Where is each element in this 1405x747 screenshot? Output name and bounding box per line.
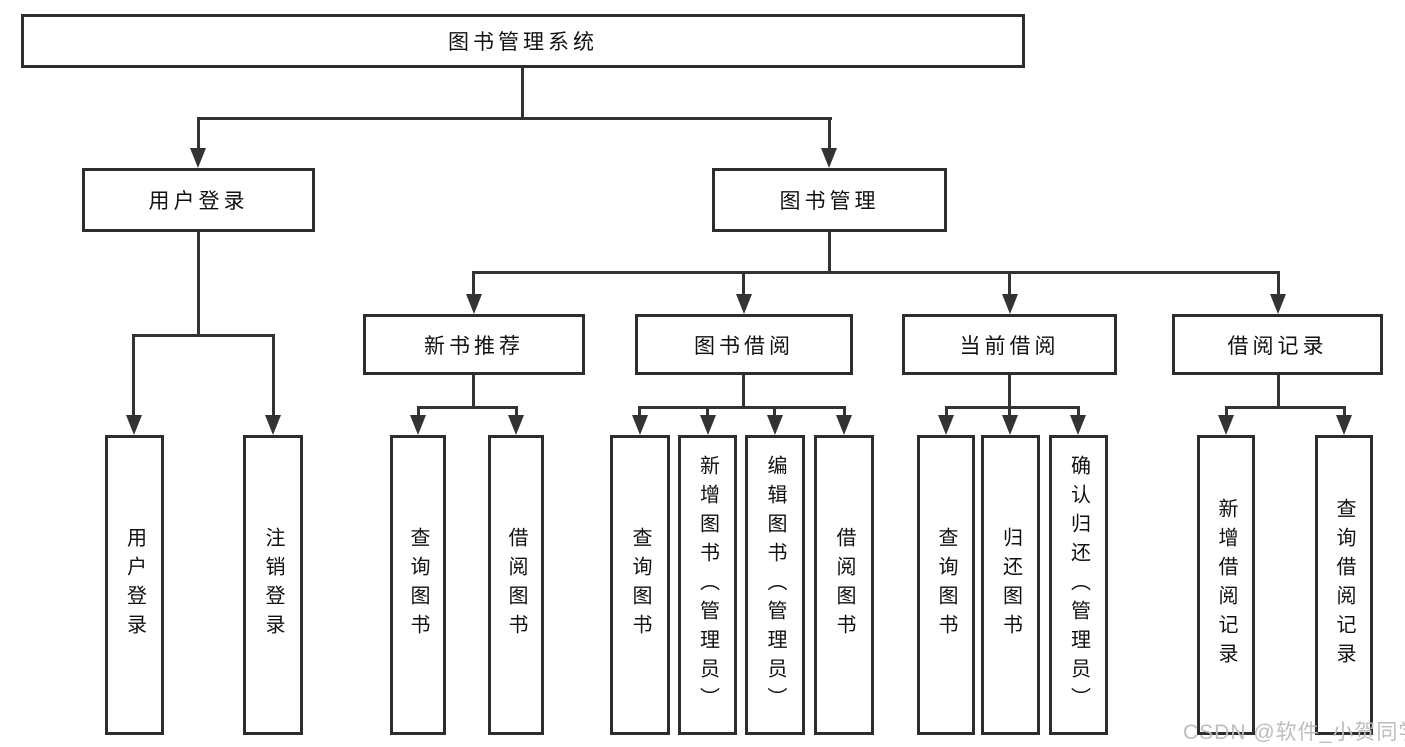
arrow-down-icon bbox=[767, 415, 783, 435]
node-borrow-records: 借阅记录 bbox=[1172, 314, 1383, 375]
connector-leaf-stem bbox=[945, 406, 948, 417]
leaf-current-return-books: 归还图书 bbox=[981, 435, 1040, 735]
connector-to-logout-stem bbox=[272, 334, 275, 417]
connector-to-newbook-stem bbox=[472, 271, 475, 296]
arrow-down-icon bbox=[1002, 415, 1018, 435]
node-book-borrow: 图书借阅 bbox=[635, 314, 853, 375]
connector-currentborrow-stem bbox=[1008, 375, 1011, 408]
connector-leaf-stem bbox=[773, 406, 776, 417]
arrow-down-icon bbox=[938, 415, 954, 435]
arrow-down-icon bbox=[1218, 415, 1234, 435]
arrow-down-icon bbox=[736, 294, 752, 314]
connector-to-records-stem bbox=[1277, 271, 1280, 296]
connector-to-bookborrow-stem bbox=[742, 271, 745, 296]
leaf-borrow-edit-books-admin: 编辑图书（管理员） bbox=[745, 435, 805, 735]
connector-newbook-split bbox=[417, 406, 518, 409]
connector-leaf-stem bbox=[417, 406, 420, 417]
node-book-management: 图书管理 bbox=[712, 168, 947, 232]
arrow-down-icon bbox=[700, 415, 716, 435]
connector-root-split bbox=[197, 117, 832, 120]
connector-leaf-stem bbox=[706, 406, 709, 417]
connector-to-login-stem bbox=[197, 117, 200, 150]
connector-leaf-stem bbox=[1077, 406, 1080, 417]
arrow-down-icon bbox=[1270, 294, 1286, 314]
connector-leaf-stem bbox=[843, 406, 846, 417]
arrow-down-icon bbox=[466, 294, 482, 314]
arrow-down-icon bbox=[1070, 415, 1086, 435]
leaf-borrow-borrow-books: 借阅图书 bbox=[814, 435, 874, 735]
connector-to-management-stem bbox=[828, 117, 831, 150]
node-user-login: 用户登录 bbox=[82, 168, 315, 232]
leaf-records-query-record: 查询借阅记录 bbox=[1315, 435, 1373, 735]
connector-root-stem bbox=[521, 68, 524, 118]
connector-records-stem bbox=[1277, 375, 1280, 408]
arrow-down-icon bbox=[190, 148, 206, 168]
leaf-newbook-borrow-books: 借阅图书 bbox=[488, 435, 544, 735]
connector-bookborrow-split bbox=[638, 406, 846, 409]
connector-currentborrow-split bbox=[945, 406, 1080, 409]
connector-records-split bbox=[1225, 406, 1346, 409]
connector-login-split bbox=[132, 334, 275, 337]
leaf-current-confirm-return-admin: 确认归还（管理员） bbox=[1049, 435, 1108, 735]
connector-leaf-stem bbox=[1343, 406, 1346, 417]
arrow-down-icon bbox=[508, 415, 524, 435]
leaf-logout: 注销登录 bbox=[243, 435, 303, 735]
connector-login-stem bbox=[197, 232, 200, 337]
connector-management-stem bbox=[828, 232, 831, 274]
arrow-down-icon bbox=[1002, 294, 1018, 314]
arrow-down-icon bbox=[821, 148, 837, 168]
arrow-down-icon bbox=[126, 415, 142, 435]
arrow-down-icon bbox=[410, 415, 426, 435]
arrow-down-icon bbox=[265, 415, 281, 435]
connector-newbook-stem bbox=[472, 375, 475, 408]
connector-leaf-stem bbox=[515, 406, 518, 417]
arrow-down-icon bbox=[632, 415, 648, 435]
leaf-newbook-query-books: 查询图书 bbox=[390, 435, 446, 735]
node-root: 图书管理系统 bbox=[21, 14, 1025, 68]
arrow-down-icon bbox=[1336, 415, 1352, 435]
leaf-borrow-query-books: 查询图书 bbox=[610, 435, 670, 735]
connector-management-split bbox=[472, 271, 1280, 274]
leaf-user-login: 用户登录 bbox=[105, 435, 164, 735]
connector-to-userlogin-stem bbox=[132, 334, 135, 417]
node-current-borrow: 当前借阅 bbox=[902, 314, 1117, 375]
leaf-current-query-books: 查询图书 bbox=[917, 435, 975, 735]
connector-leaf-stem bbox=[1225, 406, 1228, 417]
connector-leaf-stem bbox=[1008, 406, 1011, 417]
connector-leaf-stem bbox=[638, 406, 641, 417]
node-new-book-recommend: 新书推荐 bbox=[363, 314, 585, 375]
connector-bookborrow-stem bbox=[742, 375, 745, 408]
leaf-records-add-record: 新增借阅记录 bbox=[1197, 435, 1255, 735]
csdn-watermark: CSDN @软件_小贺同学 bbox=[1183, 721, 1405, 744]
leaf-borrow-add-books-admin: 新增图书（管理员） bbox=[678, 435, 737, 735]
arrow-down-icon bbox=[836, 415, 852, 435]
connector-to-currentborrow-stem bbox=[1008, 271, 1011, 296]
